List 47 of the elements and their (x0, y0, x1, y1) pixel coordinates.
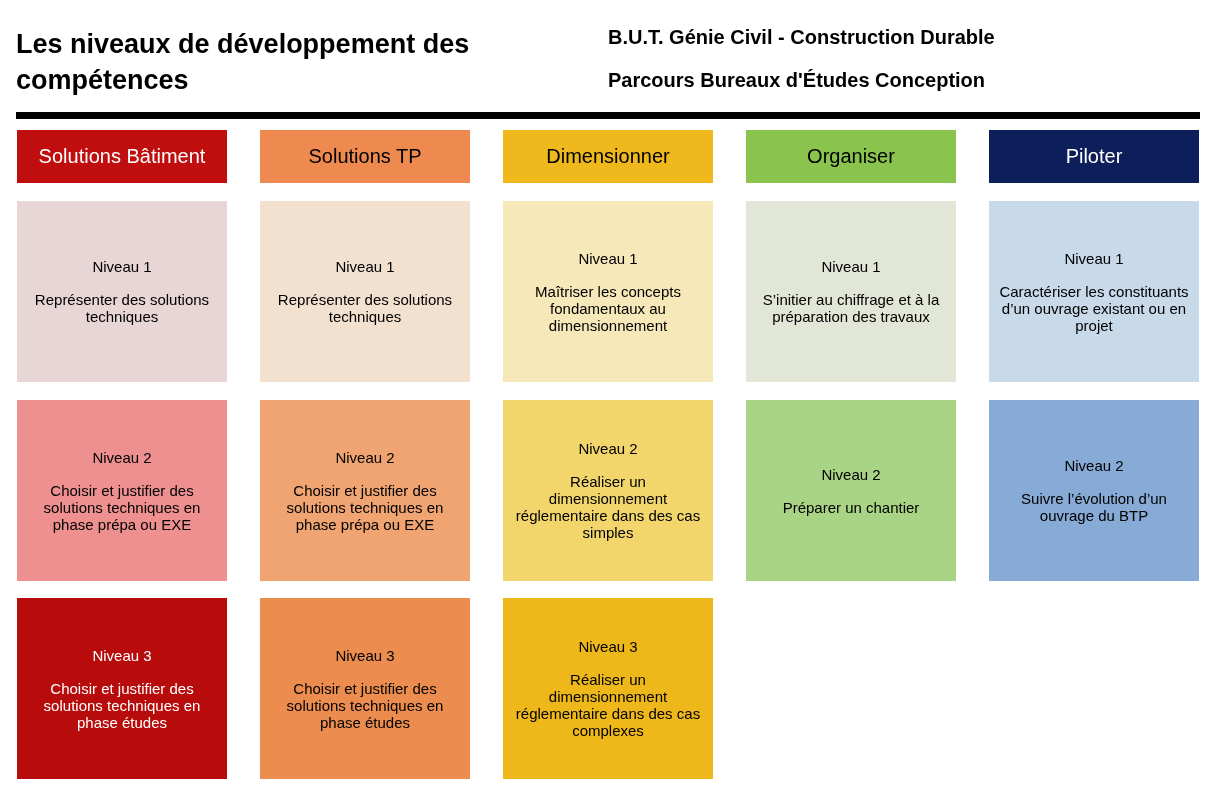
level-heading: Niveau 2 (578, 440, 638, 457)
level-card (503, 400, 713, 581)
category-header: Piloter (989, 130, 1199, 183)
level-card (746, 201, 956, 382)
level-heading: Niveau 3 (335, 646, 395, 664)
subtitle: Parcours Bureaux d'Études Conception (608, 69, 986, 92)
level-heading: Niveau 1 (92, 258, 152, 275)
level-card (746, 400, 956, 581)
level-card (17, 201, 227, 382)
level-heading: Niveau 3 (578, 638, 638, 655)
level-card (260, 400, 470, 581)
level-description: Caractériser les constituants d’un ouvrage existant ou en projet (998, 282, 1190, 334)
level-description: Réaliser un dimensionnement réglementaire dans des cas complexes (514, 671, 702, 739)
level-heading: Niveau 1 (821, 258, 881, 275)
level-heading: Niveau 3 (92, 646, 152, 664)
level-description: Choisir et justifier des solutions techniques en phase prépa ou EXE (285, 481, 445, 533)
level-card (17, 400, 227, 581)
level-heading: Niveau 2 (821, 465, 881, 483)
page-title: Les niveaux de développement des compétences (16, 28, 471, 97)
category-header: Solutions TP (260, 130, 470, 183)
level-heading: Niveau 1 (1064, 249, 1124, 267)
level-card (989, 400, 1199, 581)
level-description: Choisir et justifier des solutions techniques en phase études (42, 679, 202, 731)
level-description: S’initier au chiffrage et à la préparation des travaux (761, 291, 941, 325)
level-heading: Niveau 1 (335, 258, 395, 275)
level-description: Réaliser un dimensionnement réglementaire dans des cas simples (514, 473, 702, 541)
level-description: Préparer un chantier (782, 498, 920, 516)
subtitle: B.U.T. Génie Civil - Construction Durable (608, 26, 995, 49)
level-heading: Niveau 2 (92, 448, 152, 466)
level-description: Maîtriser les concepts fondamentaux au dimensionnement (534, 282, 682, 334)
level-card (260, 201, 470, 382)
level-card (260, 598, 470, 779)
level-card (503, 201, 713, 382)
level-heading: Niveau 2 (335, 448, 395, 466)
level-description: Choisir et justifier des solutions techniques en phase études (285, 679, 445, 731)
level-description: Représenter des solutions techniques (33, 291, 211, 325)
category-header: Dimensionner (503, 130, 713, 183)
level-card (503, 598, 713, 779)
level-description: Suivre l’évolution d’un ouvrage du BTP (1020, 490, 1168, 524)
level-heading: Niveau 1 (578, 249, 638, 267)
level-card (989, 201, 1199, 382)
level-description: Représenter des solutions techniques (276, 291, 454, 325)
level-heading: Niveau 2 (1064, 457, 1124, 474)
category-header: Organiser (746, 130, 956, 183)
level-description: Choisir et justifier des solutions techniques en phase prépa ou EXE (42, 481, 202, 533)
category-header: Solutions Bâtiment (17, 130, 227, 183)
level-card (17, 598, 227, 779)
